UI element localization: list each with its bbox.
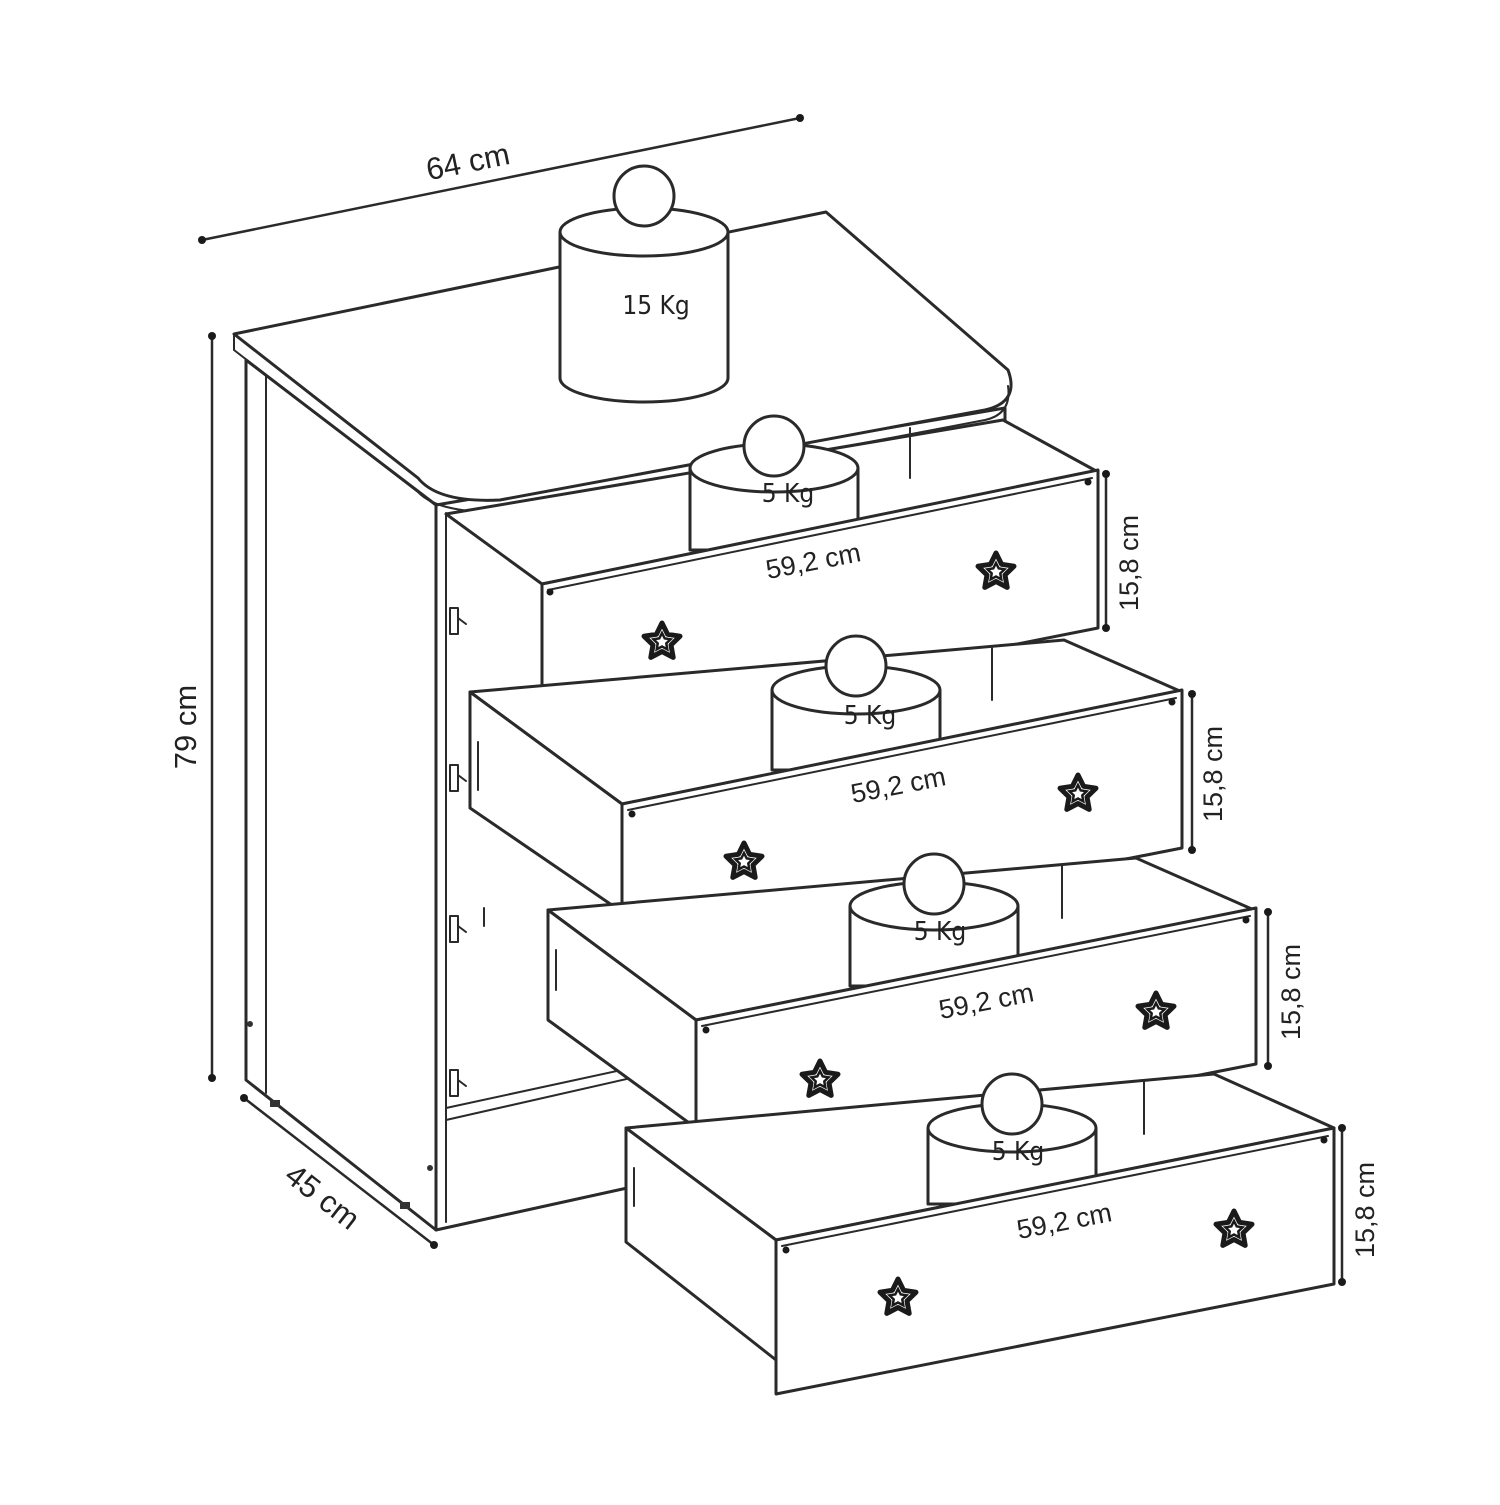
- drawer-height-label: 15,8 cm: [1114, 515, 1144, 611]
- drawer-load-label: 5 Kg: [914, 917, 967, 947]
- weight-icon: [558, 232, 730, 404]
- width-dimension-line: [201, 116, 801, 242]
- drawer-front-edge: [627, 697, 1177, 811]
- slide-hinge: [449, 1069, 467, 1097]
- weight-knob: [824, 634, 888, 698]
- dimension-endpoint: [1338, 1124, 1346, 1132]
- drawer-screw: [546, 588, 554, 596]
- drawer-front-edge: [701, 915, 1251, 1027]
- dimension-endpoint: [1102, 624, 1110, 632]
- screw: [247, 1021, 253, 1027]
- slide-hinge: [449, 915, 467, 943]
- drawer-height-label: 15,8 cm: [1350, 1162, 1380, 1258]
- dimension-endpoint: [1264, 908, 1272, 916]
- dimension-endpoint: [430, 1241, 438, 1249]
- drawer-screw: [1084, 478, 1092, 486]
- height-label: 79 cm: [168, 685, 203, 769]
- weight-knob: [612, 164, 676, 228]
- cabinet-side-panel: [244, 358, 438, 1232]
- dimension-endpoint: [1264, 1062, 1272, 1070]
- drawer-screw: [702, 1026, 710, 1034]
- top-load-label: 15 Kg: [622, 291, 689, 321]
- drawer-1: 5 Kg 59,2 cm 15,8 cm: [444, 414, 1144, 740]
- slide-hinge: [449, 764, 467, 792]
- height-dimension: 79 cm: [168, 332, 216, 1082]
- drawer-height-label: 15,8 cm: [1198, 726, 1228, 822]
- base-rail: [445, 1075, 641, 1121]
- dimension-endpoint: [1338, 1278, 1346, 1286]
- drawer-front-edge: [781, 1135, 1329, 1247]
- screw: [427, 1165, 433, 1171]
- dimension-endpoint: [208, 332, 216, 340]
- drawer-screw: [1168, 698, 1176, 706]
- drawer-4-front: [774, 1126, 1336, 1396]
- drawer-screw: [1320, 1136, 1328, 1144]
- drawer-4: 5 Kg 59,2 cm 15,8 cm: [624, 1072, 1380, 1396]
- drawer-load-label: 5 Kg: [762, 479, 815, 509]
- base-rail-inner: [445, 1065, 641, 1109]
- drawer-slides: [449, 607, 485, 1097]
- drawer-load-label: 5 Kg: [844, 701, 897, 731]
- dimension-endpoint: [208, 1074, 216, 1082]
- foot: [270, 1100, 280, 1107]
- drawer-height-label: 15,8 cm: [1276, 944, 1306, 1040]
- dimension-endpoint: [1188, 690, 1196, 698]
- weight-knob: [902, 852, 966, 916]
- dimension-endpoint: [796, 114, 804, 122]
- foot: [400, 1202, 410, 1209]
- depth-dimension-line: [243, 1097, 435, 1246]
- dimension-endpoint: [198, 236, 206, 244]
- top-weight: 15 Kg: [558, 164, 730, 404]
- weight-knob: [980, 1072, 1044, 1136]
- drawer-front-edge: [547, 477, 1093, 591]
- weight-knob: [742, 414, 806, 478]
- drawer-screw: [628, 810, 636, 818]
- drawer-screw: [1242, 916, 1250, 924]
- slide-hinge: [449, 607, 467, 635]
- drawer-load-label: 5 Kg: [992, 1137, 1045, 1167]
- drawer-2-weight: 5 Kg: [770, 634, 942, 772]
- drawer-side: [445, 513, 543, 585]
- dimension-endpoint: [240, 1094, 248, 1102]
- depth-label: 45 cm: [278, 1157, 366, 1237]
- drawer-screw: [782, 1246, 790, 1254]
- dimension-endpoint: [1102, 470, 1110, 478]
- dimension-endpoint: [1188, 846, 1196, 854]
